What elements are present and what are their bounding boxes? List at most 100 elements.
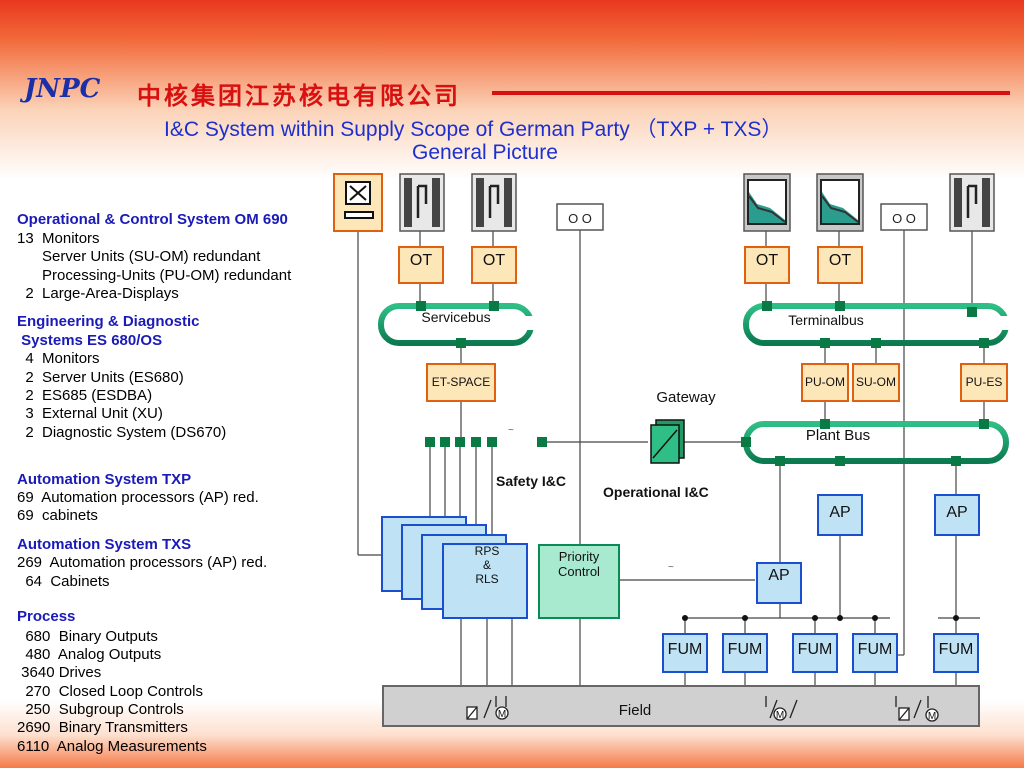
svg-text:OT: OT — [410, 252, 432, 269]
slide-subtitle: General Picture — [412, 141, 558, 164]
fum-box: FUM — [722, 633, 768, 673]
plant-bus-ring: Plant Bus — [741, 419, 1009, 466]
svg-text:M: M — [498, 709, 506, 720]
list-item: 64 Cabinets — [17, 573, 110, 590]
list-item: 69 cabinets — [17, 507, 98, 524]
large-area-display-icon — [333, 173, 383, 232]
svg-text:Control: Control — [558, 564, 600, 579]
safety-bus — [378, 437, 547, 447]
terminalbus-label: Terminalbus — [788, 312, 863, 328]
fum-box: FUM — [792, 633, 838, 673]
svg-text:RLS: RLS — [475, 572, 498, 586]
monitor-icon — [471, 173, 517, 232]
et-space-box: ET-SPACE — [426, 363, 496, 402]
motor-icon: M M M — [498, 709, 936, 722]
svg-text:AP: AP — [768, 567, 789, 584]
plant-bus-label: Plant Bus — [806, 427, 870, 444]
svg-text:OT: OT — [829, 252, 851, 269]
process-heading: Process — [17, 608, 76, 625]
gateway-label: Gateway — [656, 389, 716, 406]
list-item: 250 Subgroup Controls — [17, 701, 184, 718]
svg-text:OT: OT — [756, 252, 778, 269]
svg-text:PU-ES: PU-ES — [966, 375, 1003, 389]
list-item: 270 Closed Loop Controls — [17, 683, 203, 700]
list-item: 3640 Drives — [17, 664, 102, 681]
list-item: 6110 Analog Measurements — [17, 738, 207, 755]
monitor-icon — [399, 173, 445, 232]
svg-text:FUM: FUM — [939, 641, 974, 658]
svg-text:AP: AP — [946, 504, 967, 521]
svg-text:SU-OM: SU-OM — [856, 375, 896, 389]
svg-text:M: M — [776, 710, 784, 721]
pu-om-box: PU-OM — [801, 363, 849, 402]
list-item: 2 ES685 (ESDBA) — [17, 387, 153, 404]
ap-box: AP — [756, 562, 802, 604]
printer-icon: O O — [556, 203, 604, 231]
list-item: 680 Binary Outputs — [17, 628, 158, 645]
priority-control-box: Priority Control — [538, 544, 620, 619]
operational-ic-label: Operational I&C — [603, 484, 709, 500]
left-info-panel: Operational & Control System OM 690 13 M… — [0, 0, 350, 768]
process-display-icon — [816, 173, 864, 232]
connector-tilde: ~ — [668, 562, 674, 573]
list-item: 13 Monitors — [17, 230, 100, 247]
svg-text:FUM: FUM — [798, 641, 833, 658]
svg-text:RPS: RPS — [475, 544, 500, 558]
gateway-icon — [650, 419, 685, 464]
jnpc-logo: JNPC — [24, 74, 101, 104]
ap-box: AP — [934, 494, 980, 536]
list-item: 2 Large-Area-Displays — [17, 285, 179, 302]
list-item: 69 Automation processors (AP) red. — [17, 489, 259, 506]
list-item: 269 Automation processors (AP) red. — [17, 554, 268, 571]
fum-box: FUM — [662, 633, 708, 673]
list-item: 3 External Unit (XU) — [17, 405, 163, 422]
svg-text:M: M — [928, 711, 936, 722]
field-device-symbols — [466, 696, 939, 722]
slide-title: I&C System within Supply Scope of German… — [164, 118, 783, 141]
fum-box: FUM — [852, 633, 898, 673]
safety-ic-label: Safety I&C — [496, 473, 566, 489]
om690-heading: Operational & Control System OM 690 — [17, 211, 288, 228]
fum-box: FUM — [933, 633, 979, 673]
field-label: Field — [619, 702, 652, 719]
ot-box: OT — [817, 246, 863, 284]
monitor-icon — [949, 173, 995, 232]
svg-text:O O: O O — [892, 211, 916, 226]
connector-tilde: ~ — [508, 425, 514, 436]
es680-heading: Engineering & Diagnostic — [17, 313, 200, 330]
svg-text:FUM: FUM — [858, 641, 893, 658]
list-item: 480 Analog Outputs — [17, 646, 162, 663]
svg-text:FUM: FUM — [728, 641, 763, 658]
header-divider — [492, 91, 1010, 95]
printer-icon: O O — [880, 203, 928, 231]
es680-heading: Systems ES 680/OS — [17, 332, 163, 349]
junction-dots — [682, 615, 959, 621]
ap-box: AP — [817, 494, 863, 536]
svg-text:O O: O O — [568, 211, 592, 226]
company-name-cn: 中核集团江苏核电有限公司 — [137, 81, 461, 110]
list-item: 2 Server Units (ES680) — [17, 369, 184, 386]
servicebus-label: Servicebus — [421, 309, 490, 325]
list-item: Processing-Units (PU-OM) redundant — [17, 267, 292, 284]
svg-text:Priority: Priority — [559, 549, 600, 564]
svg-text:AP: AP — [829, 504, 850, 521]
svg-text:ET-SPACE: ET-SPACE — [432, 375, 490, 389]
svg-text:PU-OM: PU-OM — [805, 375, 845, 389]
su-om-box: SU-OM — [852, 363, 900, 402]
svg-text:OT: OT — [483, 252, 505, 269]
list-item: 2 Diagnostic System (DS670) — [17, 424, 227, 441]
list-item: 2690 Binary Transmitters — [17, 719, 188, 736]
list-item: 4 Monitors — [17, 350, 100, 367]
list-item: Server Units (SU-OM) redundant — [17, 248, 261, 265]
ot-box: OT — [744, 246, 790, 284]
pu-es-box: PU-ES — [960, 363, 1008, 402]
txp-heading: Automation System TXP — [17, 471, 192, 488]
svg-text:FUM: FUM — [668, 641, 703, 658]
txs-heading: Automation System TXS — [17, 536, 192, 553]
ot-box: OT — [471, 246, 517, 284]
ot-box: OT — [398, 246, 444, 284]
process-display-icon — [743, 173, 791, 232]
field-bar: Field — [382, 685, 980, 727]
servicebus-ring: Servicebus — [378, 301, 536, 348]
